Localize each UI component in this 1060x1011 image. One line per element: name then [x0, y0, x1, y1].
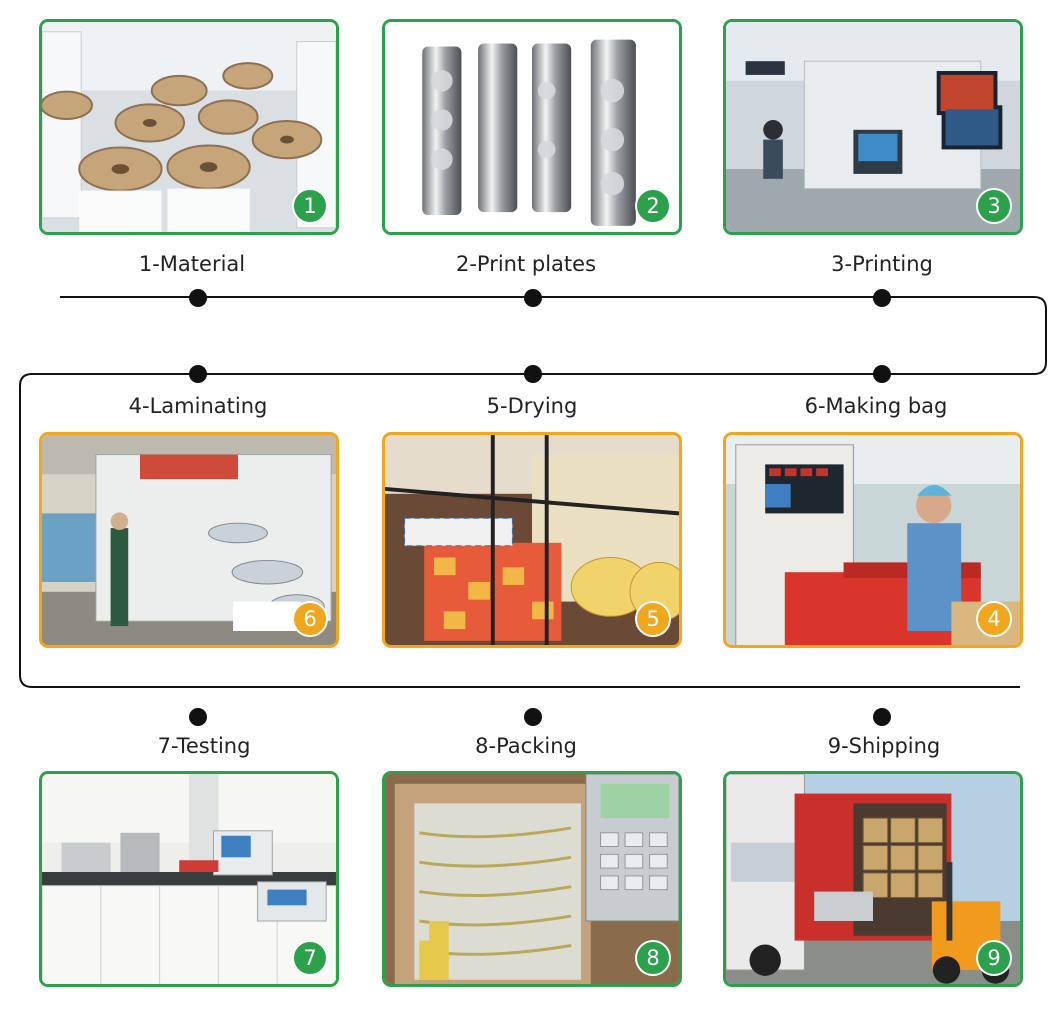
step-6-badge: 4 — [976, 601, 1012, 637]
step-8-badge: 8 — [635, 940, 671, 976]
step-5-card: 5 — [382, 432, 682, 648]
print-plates-photo — [385, 22, 679, 232]
step-5-label: 5-Drying — [486, 394, 578, 418]
printing-machine-photo — [726, 22, 1020, 232]
shipping-truck-photo — [726, 774, 1020, 984]
step-2-card: 2 — [382, 19, 682, 235]
step-7-dot — [189, 708, 207, 726]
step-5-badge: 5 — [635, 601, 671, 637]
step-9-card: 9 — [723, 771, 1023, 987]
step-2-dot — [524, 289, 542, 307]
packing-box-photo — [385, 774, 679, 984]
step-4-label: 4-Laminating — [128, 394, 268, 418]
step-2-label: 2-Print plates — [455, 252, 597, 276]
material-rolls-photo — [42, 22, 336, 232]
step-2-badge: 2 — [635, 188, 671, 224]
step-3-label: 3-Printing — [831, 252, 933, 276]
step-3-card: 3 — [723, 19, 1023, 235]
step-6-dot — [873, 365, 891, 383]
step-5-dot — [524, 365, 542, 383]
step-6-card: 4 — [723, 432, 1023, 648]
step-7-badge: 7 — [292, 940, 328, 976]
step-8-label: 8-Packing — [475, 734, 577, 758]
step-1-card: 1 — [39, 19, 339, 235]
laminating-machine-photo — [42, 435, 336, 645]
bag-making-photo — [726, 435, 1020, 645]
step-8-card: 8 — [382, 771, 682, 987]
step-4-dot — [189, 365, 207, 383]
step-7-card: 7 — [39, 771, 339, 987]
step-9-badge: 9 — [976, 940, 1012, 976]
step-4-badge: 6 — [292, 601, 328, 637]
step-1-label: 1-Material — [138, 252, 246, 276]
step-7-label: 7-Testing — [157, 734, 251, 758]
step-3-badge: 3 — [976, 188, 1012, 224]
testing-lab-photo — [42, 774, 336, 984]
step-4-card: 6 — [39, 432, 339, 648]
step-3-dot — [873, 289, 891, 307]
step-1-dot — [189, 289, 207, 307]
step-9-dot — [873, 708, 891, 726]
step-1-badge: 1 — [292, 188, 328, 224]
drying-rolls-photo — [385, 435, 679, 645]
step-8-dot — [524, 708, 542, 726]
step-6-label: 6-Making bag — [804, 394, 948, 418]
step-9-label: 9-Shipping — [827, 734, 941, 758]
